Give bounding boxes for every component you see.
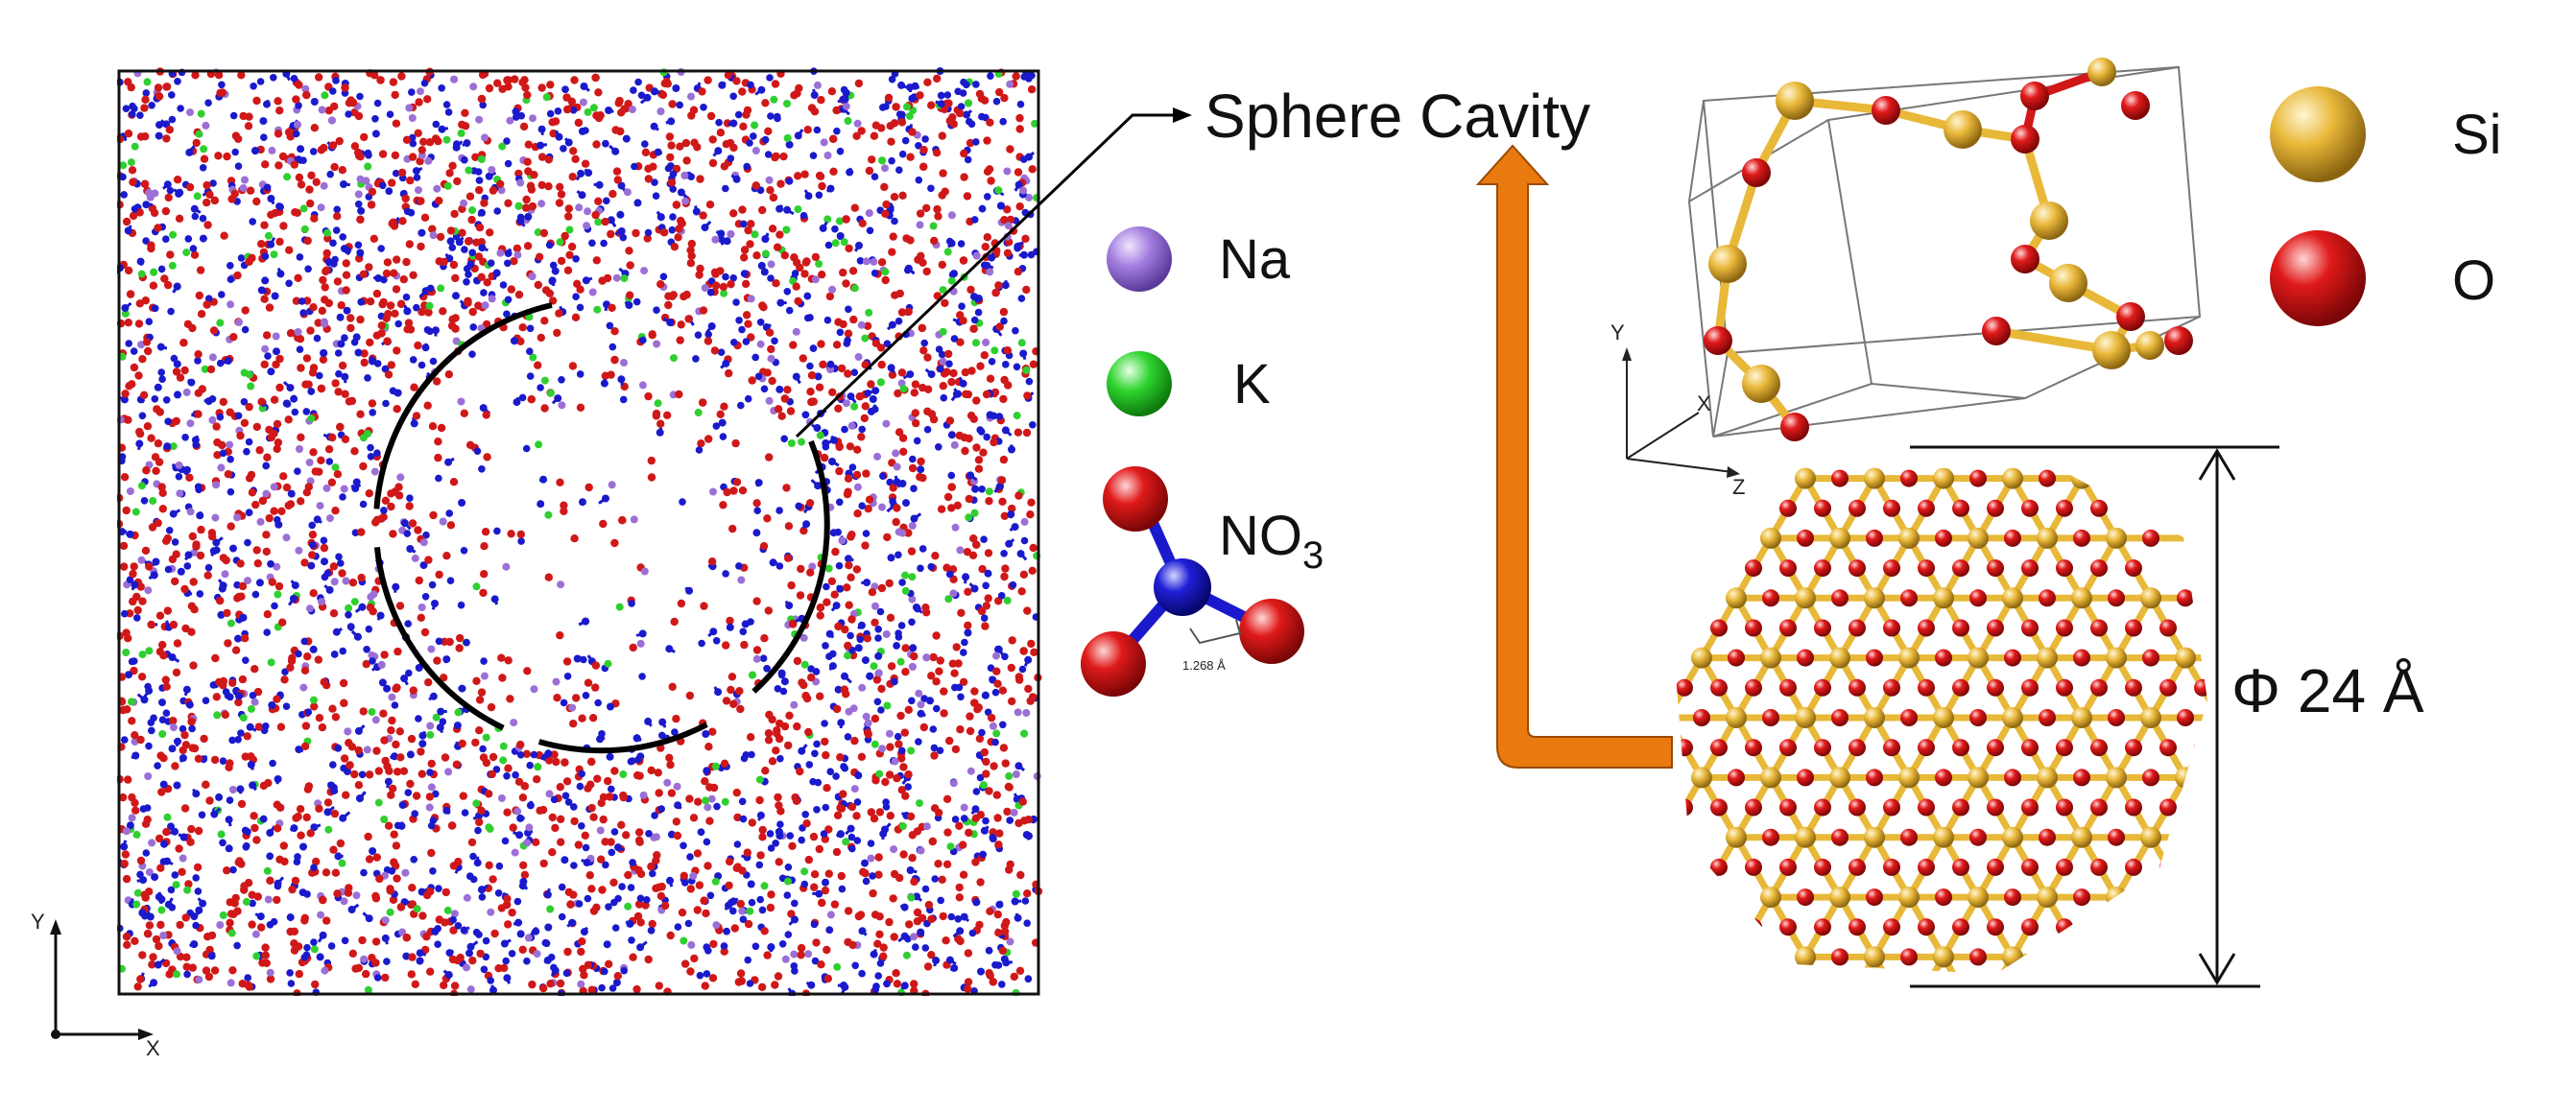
na-atom-icon <box>1107 226 1172 292</box>
k-label: K <box>1233 353 1271 415</box>
cell-axis-z-label: Z <box>1732 475 1745 499</box>
diameter-label: Φ 24 Å <box>2231 656 2424 725</box>
cell-axis-y-label: Y <box>1610 320 1625 344</box>
si-atom-icon <box>2270 86 2366 182</box>
legend-left: Na K 1.268 Å NO3 <box>1081 226 1324 697</box>
o-atom-icon <box>2270 230 2366 326</box>
cell-axes: Y X Z <box>1610 320 1745 499</box>
orange-arrow <box>1475 144 1673 769</box>
no3-molecule-icon: 1.268 Å <box>1081 466 1304 697</box>
unit-cell <box>1687 58 2202 441</box>
box-axis-y-label: Y <box>31 910 45 934</box>
silica-cluster <box>1675 467 2207 974</box>
simulation-box <box>117 67 1043 996</box>
cavity-outline <box>372 302 830 754</box>
cavity-pointer <box>795 107 1192 438</box>
o-label: O <box>2452 249 2495 312</box>
box-axis-x-label: X <box>146 1036 160 1060</box>
k-atom-icon <box>1107 351 1172 416</box>
diameter-dimension: Φ 24 Å <box>1910 445 2424 988</box>
no3-label: NO3 <box>1219 505 1324 577</box>
legend-right: Si O <box>2270 86 2502 326</box>
box-axes: Y X <box>31 910 160 1060</box>
cell-axis-x-label: X <box>1697 391 1711 415</box>
bond-length-label: 1.268 Å <box>1182 658 1226 673</box>
na-label: Na <box>1219 228 1291 291</box>
sphere-cavity-label: Sphere Cavity <box>1205 82 1590 151</box>
solvent-atoms <box>117 67 1043 996</box>
si-label: Si <box>2452 104 2502 166</box>
box-frame <box>117 69 1040 996</box>
